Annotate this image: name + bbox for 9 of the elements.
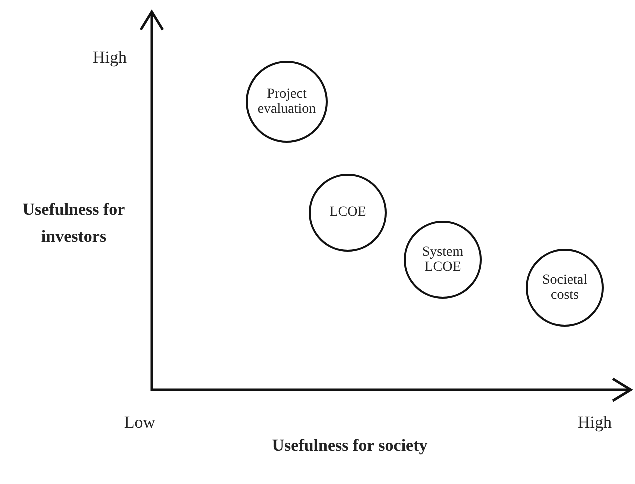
axis-title: Usefulness for investors bbox=[22, 199, 126, 248]
axis-title: Usefulness for society bbox=[271, 435, 429, 457]
axis-tick-label: High bbox=[92, 48, 128, 68]
node-label: Project evaluation bbox=[256, 86, 318, 118]
node-label: System LCOE bbox=[421, 244, 465, 276]
axis-tick-label: Low bbox=[123, 413, 157, 434]
node-label: LCOE bbox=[330, 205, 366, 221]
node-label: Societal costs bbox=[541, 272, 589, 304]
axis-tick-label: High bbox=[577, 413, 613, 434]
